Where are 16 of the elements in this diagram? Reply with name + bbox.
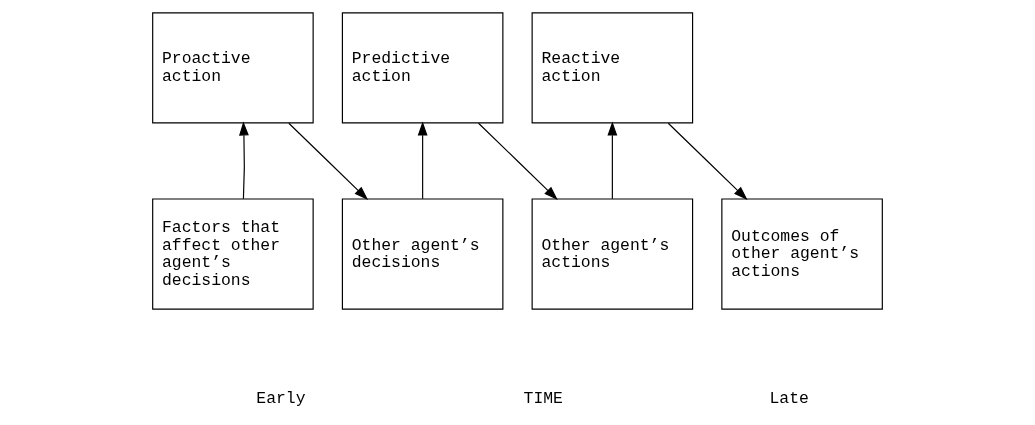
node-box: Proactive action	[152, 12, 314, 124]
node-box: Outcomes of other agent’s actions	[721, 198, 883, 310]
node-box: Factors that affect other agent’s decisions	[152, 198, 314, 310]
label: Late	[769, 389, 809, 409]
arrow	[239, 121, 249, 200]
arrow	[477, 122, 558, 201]
node-box: Reactive action	[531, 12, 694, 124]
label: TIME	[523, 389, 563, 409]
node-box: Other agent’s decisions	[341, 198, 504, 310]
arrow	[288, 122, 369, 201]
arrow	[667, 122, 748, 201]
node-box: Predictive action	[341, 12, 504, 124]
arrow	[417, 121, 428, 200]
node-box: Other agent’s actions	[531, 198, 694, 310]
arrow	[607, 121, 618, 200]
label: Early	[256, 389, 306, 409]
